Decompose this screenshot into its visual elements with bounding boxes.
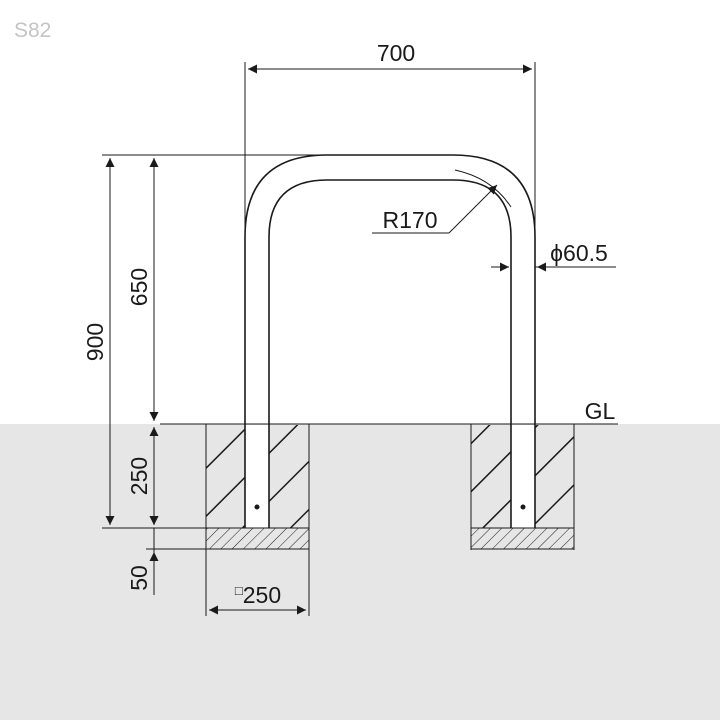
product-code: S82 [14,19,51,42]
dimension-above-ground: 650 [126,158,159,421]
dimension-total-height-label: 900 [82,323,108,361]
foundation-left [205,424,310,550]
dimension-above-ground-label: 650 [126,268,152,306]
ground-level-label: GL [585,398,616,424]
dimension-embed-depth: 250 [126,427,159,525]
base-plate-right [470,527,575,550]
base-plate-left [205,527,310,550]
dimension-width-label: 700 [377,40,415,66]
foundation-right [470,424,575,550]
dimension-foundation-size: □250 [205,550,310,616]
dimension-base-thickness: 50 [102,505,206,595]
foundation-size-value: 250 [243,582,281,608]
callout-bend-radius-label: R170 [383,207,438,233]
u-pipe [244,154,536,529]
callout-pipe-diameter: ϕ60.5 [491,240,616,272]
callout-pipe-diameter-label: ϕ60.5 [550,240,608,266]
ground-area [0,424,720,720]
dimension-base-thickness-label: 50 [126,565,152,591]
dimension-total-height: 900 [82,154,320,525]
dimension-embed-depth-label: 250 [126,457,152,495]
pin-hole-left [254,504,260,510]
dimension-foundation-size-label: □250 [235,582,281,608]
square-mark: □ [235,583,243,598]
pin-hole-right [520,504,526,510]
callout-bend-radius: R170 [372,169,512,234]
